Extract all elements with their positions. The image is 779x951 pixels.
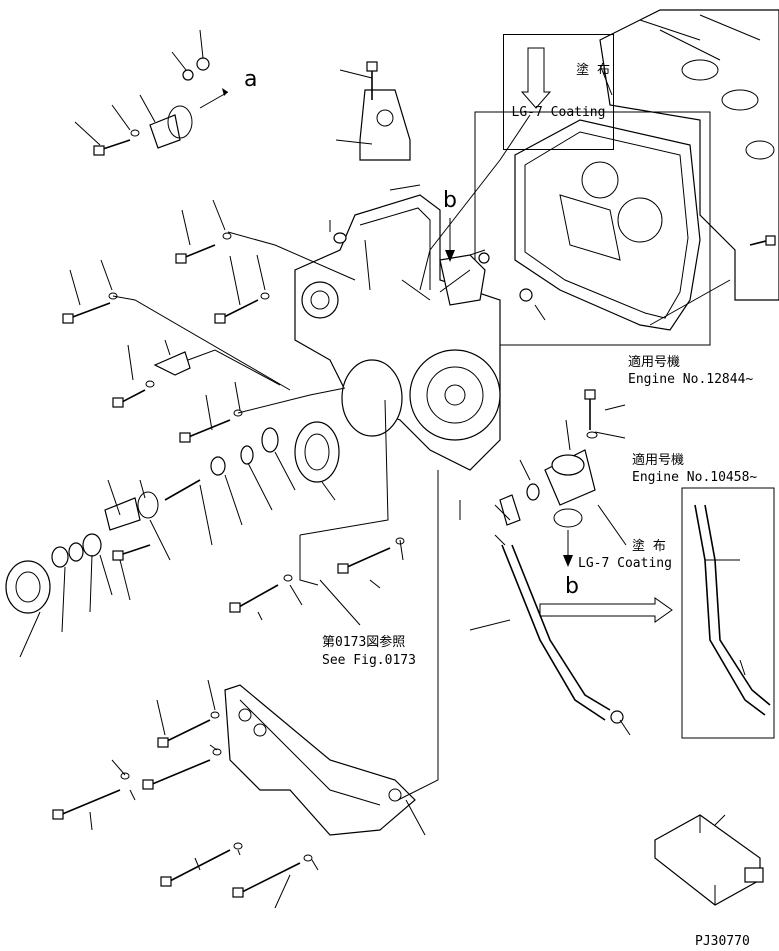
coating-mid-en: LG-7 Coating: [578, 556, 672, 571]
arrow-b-top-label: b: [443, 188, 457, 213]
arrow-b-mid-label: b: [565, 574, 579, 599]
socket-tool: [654, 814, 764, 906]
coating-callout-top: 塗 布 LG-7 Coating: [503, 6, 614, 164]
engine-bracket: [224, 684, 416, 836]
engine-no-1-jp: 適用号機: [628, 355, 681, 370]
gasket-inset: [474, 111, 711, 346]
see-fig-jp: 第0173図参照: [322, 635, 406, 650]
water-pipe: [499, 487, 775, 739]
engine-no-2-jp: 適用号機: [632, 453, 685, 468]
engine-no-1-en: Engine No.12844~: [628, 372, 754, 387]
see-fig-en: See Fig.0173: [322, 653, 416, 668]
small-parts: [5, 57, 624, 724]
coating-top-en: LG-7 Coating: [511, 105, 606, 120]
bolts: [52, 61, 776, 898]
arrows: [199, 47, 673, 623]
coating-top-jp: 塗 布: [576, 63, 610, 78]
arrow-a-label: a: [244, 67, 258, 92]
engine-no-2-en: Engine No.10458~: [632, 470, 758, 485]
drawing-number: PJ30770: [695, 934, 750, 949]
leader-lines: [19, 29, 746, 909]
coating-mid-jp: 塗 布: [632, 539, 666, 554]
